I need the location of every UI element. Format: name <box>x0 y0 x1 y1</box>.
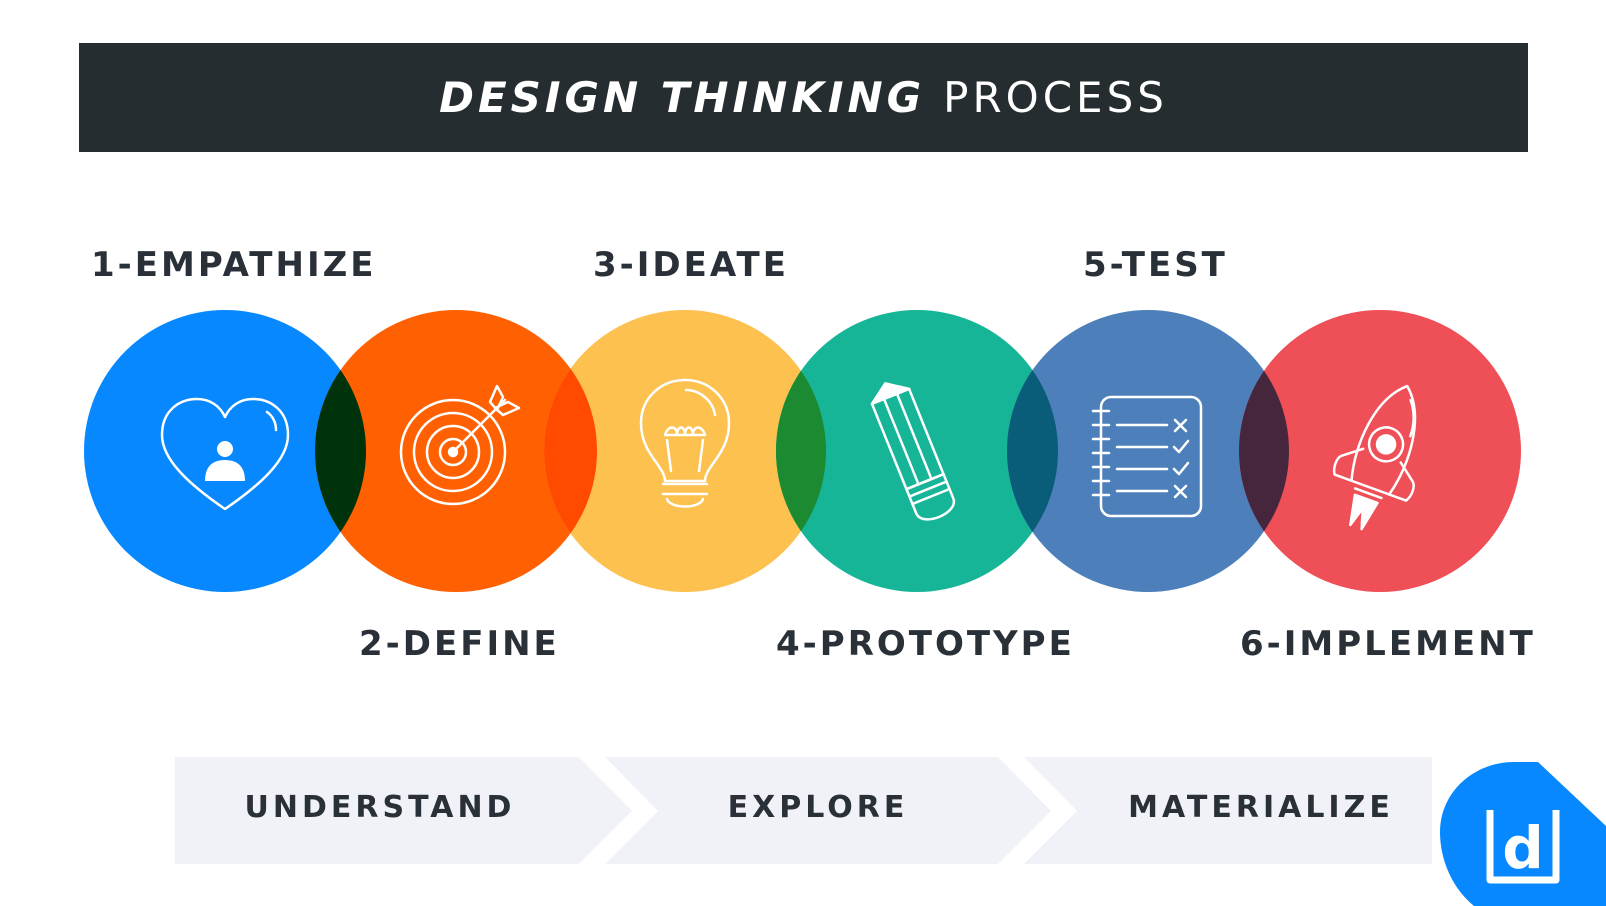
rocket-icon <box>1332 384 1417 531</box>
step-label-empathize: 1-EMPATHIZE <box>91 245 377 285</box>
phase-label-materialize: MATERIALIZE <box>1128 790 1394 825</box>
lightbulb-icon <box>639 378 731 508</box>
phase-label-understand: UNDERSTAND <box>244 790 516 825</box>
title-banner: DESIGN THINKING PROCESS <box>79 43 1528 152</box>
circle-test <box>1007 310 1289 592</box>
step-label-ideate: 3-IDEATE <box>593 245 789 285</box>
pencil-icon <box>870 382 956 521</box>
title-emphasis: DESIGN THINKING <box>439 73 926 122</box>
step-label-define: 2-DEFINE <box>359 624 560 664</box>
step-label-prototype: 4-PROTOTYPE <box>776 624 1075 664</box>
checklist-icon <box>1091 395 1203 518</box>
phase-label-explore: EXPLORE <box>727 790 909 825</box>
step-label-test: 5-TEST <box>1083 245 1228 285</box>
phase-chevron-explore <box>605 757 1051 864</box>
d-logo-icon: d <box>1440 762 1606 906</box>
step-label-implement: 6-IMPLEMENT <box>1240 624 1536 664</box>
phase-chevron-materialize <box>1024 757 1432 864</box>
circle-ideate <box>544 310 826 592</box>
logo-letter: d <box>1502 814 1544 882</box>
title-rest: PROCESS <box>943 73 1168 122</box>
circle-prototype <box>776 310 1058 592</box>
heart-person-icon <box>160 397 290 511</box>
target-icon <box>399 384 521 506</box>
phase-chevron-understand <box>175 757 632 864</box>
